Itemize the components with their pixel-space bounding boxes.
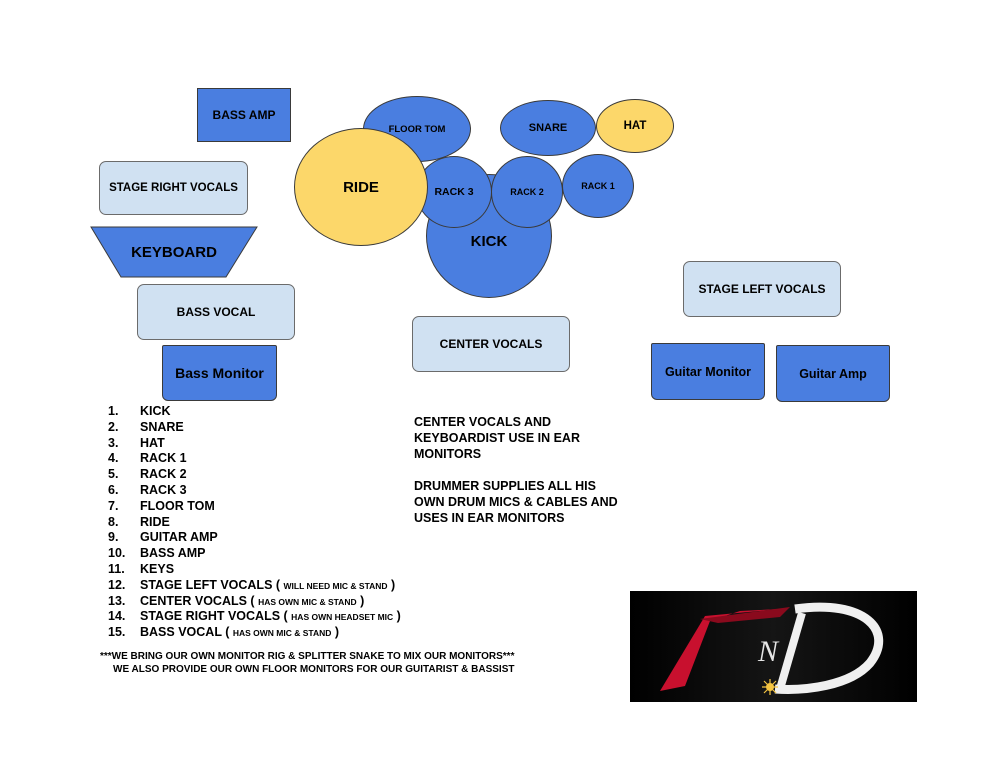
floor-tom-label: FLOOR TOM bbox=[388, 123, 446, 135]
stage-left-vocals-box: STAGE LEFT VOCALS bbox=[683, 261, 841, 317]
bass-amp-label: BASS AMP bbox=[212, 108, 276, 122]
list-item: 14.STAGE RIGHT VOCALS ( HAS OWN HEADSET … bbox=[108, 609, 401, 624]
snare-label: SNARE bbox=[528, 122, 568, 134]
ride-label: RIDE bbox=[343, 178, 379, 196]
guitar-amp-label: Guitar Amp bbox=[799, 366, 867, 381]
list-item: 2.SNARE bbox=[108, 419, 184, 434]
list-item: 6.RACK 3 bbox=[108, 482, 187, 497]
list-item: 13.CENTER VOCALS ( HAS OWN MIC & STAND ) bbox=[108, 593, 365, 608]
keyboard-label: KEYBOARD bbox=[131, 243, 217, 261]
list-item: 5.RACK 2 bbox=[108, 467, 187, 482]
list-item: 15.BASS VOCAL ( HAS OWN MIC & STAND ) bbox=[108, 625, 340, 640]
stage-right-vocals-label: STAGE RIGHT VOCALS bbox=[109, 182, 238, 194]
bass-vocal-box: BASS VOCAL bbox=[137, 284, 295, 340]
snare-drum: SNARE bbox=[500, 100, 596, 156]
guitar-monitor-box: Guitar Monitor bbox=[651, 343, 765, 400]
input-list: 1.KICK 2.SNARE 3.HAT 4.RACK 1 5.RACK 2 6… bbox=[108, 404, 401, 641]
list-item: 7.FLOOR TOM bbox=[108, 498, 215, 513]
list-item: 12.STAGE LEFT VOCALS ( WILL NEED MIC & S… bbox=[108, 577, 396, 592]
rack1-drum: RACK 1 bbox=[562, 154, 634, 218]
list-item: 1.KICK bbox=[108, 404, 171, 418]
hat-cymbal: HAT bbox=[596, 99, 674, 153]
guitar-amp-box: Guitar Amp bbox=[776, 345, 890, 402]
drummer-note: DRUMMER SUPPLIES ALL HIS OWN DRUM MICS &… bbox=[414, 479, 618, 525]
kick-label: KICK bbox=[470, 232, 508, 250]
ear-monitor-note: CENTER VOCALS AND KEYBOARDIST USE IN EAR… bbox=[414, 415, 580, 461]
bass-vocal-label: BASS VOCAL bbox=[176, 305, 256, 319]
list-item: 4.RACK 1 bbox=[108, 451, 187, 466]
list-item: 9.GUITAR AMP bbox=[108, 530, 218, 545]
list-item: 3.HAT bbox=[108, 435, 165, 450]
rack2-drum: RACK 2 bbox=[491, 156, 563, 228]
rack3-label: RACK 3 bbox=[434, 186, 474, 198]
bass-amp-box: BASS AMP bbox=[197, 88, 291, 142]
list-item: 11.KEYS bbox=[108, 561, 175, 576]
svg-text:N: N bbox=[757, 635, 780, 668]
logo-graphic: N bbox=[630, 591, 917, 702]
keyboard-trapezoid bbox=[90, 226, 258, 278]
stage-left-vocals-label: STAGE LEFT VOCALS bbox=[698, 282, 826, 296]
ride-cymbal: RIDE bbox=[294, 128, 428, 246]
bass-monitor-box: Bass Monitor bbox=[162, 345, 277, 401]
hat-label: HAT bbox=[623, 120, 647, 132]
footer-note: ***WE BRING OUR OWN MONITOR RIG & SPLITT… bbox=[100, 651, 515, 675]
center-vocals-label: CENTER VOCALS bbox=[439, 337, 543, 351]
stage-right-vocals-box: STAGE RIGHT VOCALS bbox=[99, 161, 248, 215]
rack1-label: RACK 1 bbox=[581, 181, 615, 191]
guitar-monitor-label: Guitar Monitor bbox=[664, 364, 752, 379]
bass-monitor-label: Bass Monitor bbox=[175, 365, 264, 381]
center-vocals-box: CENTER VOCALS bbox=[412, 316, 570, 372]
rack2-label: RACK 2 bbox=[510, 187, 544, 197]
list-item: 8.RIDE bbox=[108, 514, 170, 529]
list-item: 10.BASS AMP bbox=[108, 546, 206, 561]
band-logo: N bbox=[630, 591, 917, 702]
